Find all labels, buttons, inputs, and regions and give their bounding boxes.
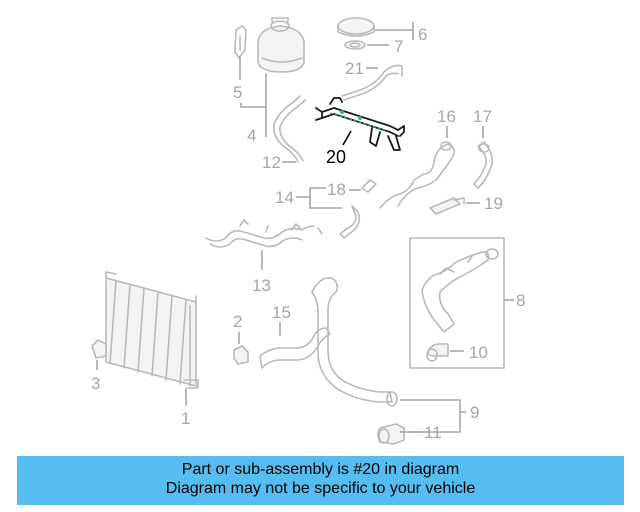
part-6-cap[interactable] — [337, 17, 375, 37]
parts-diagram: 5 4 6 7 21 12 20 16 17 — [91, 17, 525, 445]
part-10-fitting[interactable] — [426, 343, 449, 362]
callout-20[interactable]: 20 — [326, 147, 346, 167]
callout-1[interactable]: 1 — [181, 409, 190, 428]
part-1-radiator[interactable] — [105, 271, 199, 389]
part-11-fitting[interactable] — [377, 423, 405, 445]
banner-line-1: Part or sub-assembly is #20 in diagram — [181, 461, 460, 478]
callout-11[interactable]: 11 — [424, 423, 442, 442]
callout-10[interactable]: 10 — [469, 343, 488, 362]
leader-14 — [296, 187, 342, 209]
banner-line-2: Diagram may not be specific to your vehi… — [165, 480, 476, 497]
part-5-bracket[interactable] — [234, 25, 247, 59]
part-12-hose[interactable] — [272, 95, 306, 163]
info-banner: Part or sub-assembly is #20 in diagram D… — [17, 456, 624, 505]
callout-5[interactable]: 5 — [233, 83, 242, 102]
callout-4[interactable]: 4 — [247, 126, 256, 145]
leader-6 — [367, 29, 413, 46]
callout-13[interactable]: 13 — [252, 276, 271, 295]
part-18-clip[interactable] — [361, 179, 377, 193]
leader-4 — [240, 73, 267, 137]
callout-6[interactable]: 6 — [418, 25, 427, 44]
part-9-hose[interactable] — [311, 276, 398, 407]
part-21-hose[interactable] — [341, 64, 403, 101]
callout-8[interactable]: 8 — [516, 291, 525, 310]
part-4-expansion-tank[interactable] — [257, 17, 305, 73]
callout-14[interactable]: 14 — [275, 188, 294, 207]
callout-15[interactable]: 15 — [272, 303, 291, 322]
part-8-group-box — [409, 237, 505, 369]
leader-20 — [342, 130, 352, 146]
part-19-sensor[interactable] — [429, 197, 465, 215]
part-8-pump-hose[interactable] — [421, 248, 499, 333]
part-17-hose[interactable] — [473, 141, 494, 189]
part-14-hose[interactable] — [339, 205, 361, 239]
leader-9 — [400, 399, 466, 433]
callout-18[interactable]: 18 — [327, 180, 346, 199]
part-16-hose[interactable] — [379, 141, 456, 209]
part-13-pipe-assembly[interactable] — [205, 219, 323, 248]
callout-12[interactable]: 12 — [262, 153, 281, 172]
callout-21[interactable]: 21 — [345, 59, 364, 78]
callout-19[interactable]: 19 — [484, 194, 503, 213]
callout-7[interactable]: 7 — [394, 37, 403, 56]
part-20-coolant-pipe[interactable] — [315, 97, 405, 151]
part-7-seal[interactable] — [344, 40, 366, 50]
callout-17[interactable]: 17 — [473, 107, 492, 126]
part-15-hose[interactable] — [259, 327, 331, 369]
callout-2[interactable]: 2 — [233, 312, 242, 331]
part-3-mount[interactable] — [91, 339, 107, 359]
part-2-bracket[interactable] — [233, 345, 249, 365]
callout-16[interactable]: 16 — [437, 107, 456, 126]
callout-9[interactable]: 9 — [470, 403, 479, 422]
callout-3[interactable]: 3 — [91, 374, 100, 393]
